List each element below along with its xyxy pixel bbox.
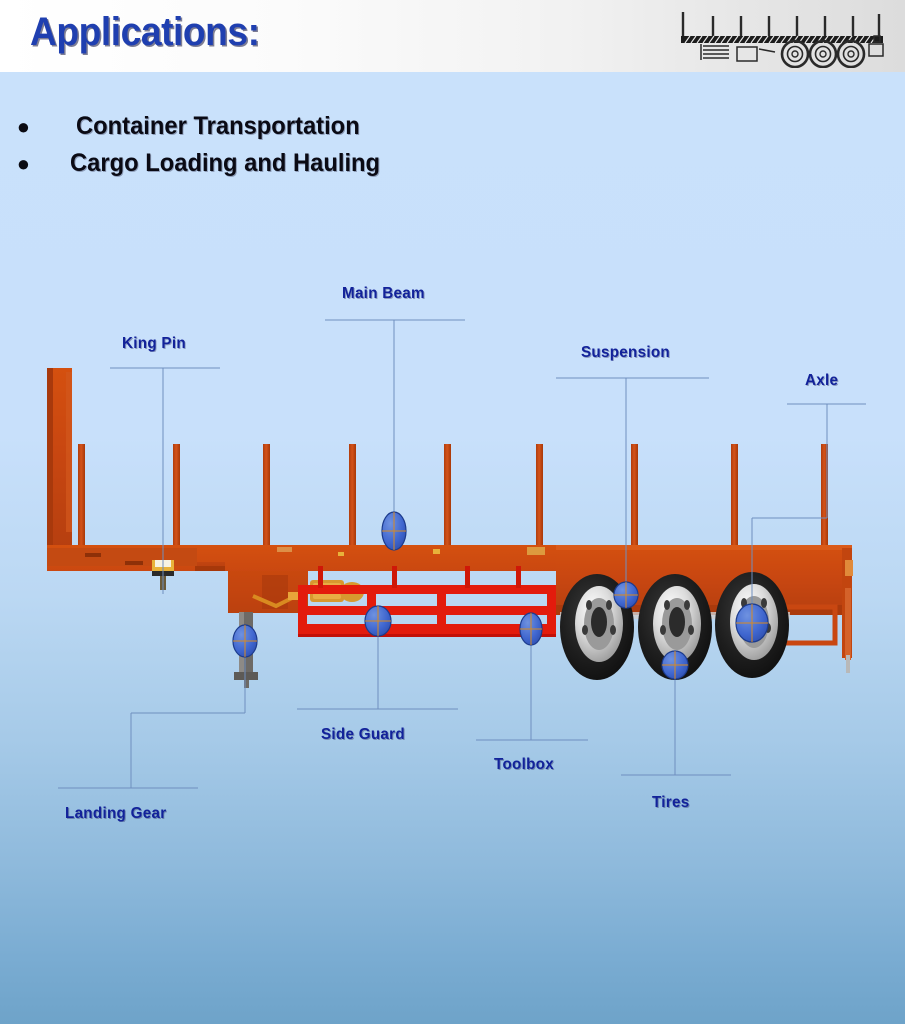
callout-axle: Axle (805, 372, 839, 389)
page-title: Applications: (30, 10, 260, 54)
callout-landing-gear: Landing Gear (65, 805, 167, 822)
bullet-marker-icon: ● (16, 114, 30, 139)
trailer-line-drawing-icon (681, 12, 884, 68)
list-item-label: Cargo Loading and Hauling (70, 149, 381, 177)
callout-king-pin: King Pin (122, 335, 186, 352)
list-item: ● Cargo Loading and Hauling (0, 149, 905, 178)
callout-suspension: Suspension (581, 344, 671, 361)
applications-list: ● Container Transportation ● Cargo Loadi… (0, 112, 905, 186)
list-item: ● Container Transportation (0, 112, 905, 141)
callout-main-beam: Main Beam (342, 285, 425, 302)
callout-tires: Tires (652, 794, 690, 811)
callout-toolbox: Toolbox (494, 756, 554, 773)
list-item-label: Container Transportation (76, 112, 360, 140)
bullet-marker-icon: ● (16, 151, 30, 176)
header-bar: Applications: (0, 0, 905, 72)
callout-side-guard: Side Guard (321, 726, 405, 743)
